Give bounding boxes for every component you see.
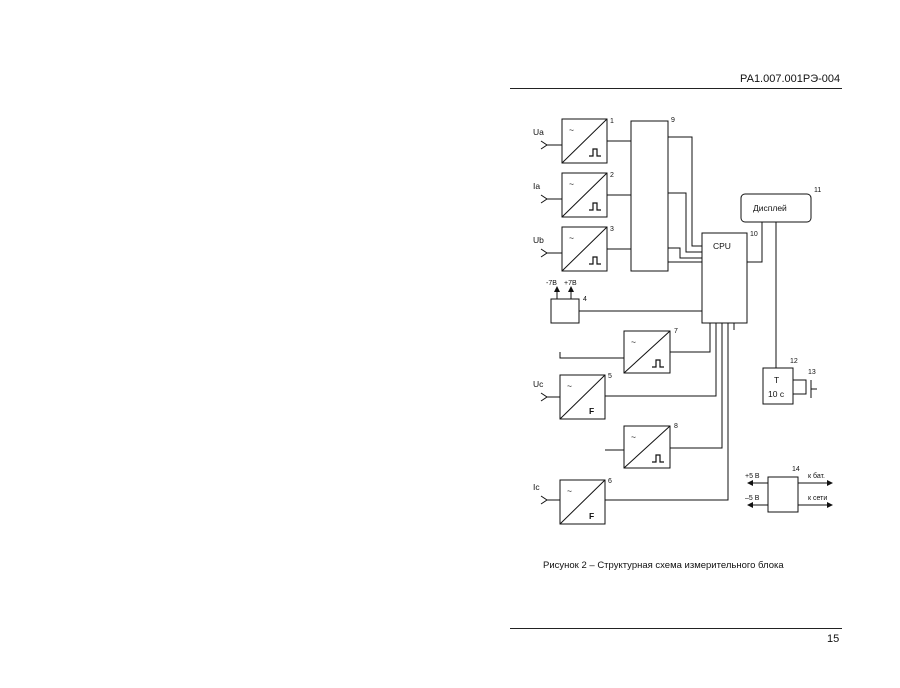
- input-ub-label: Ub: [533, 235, 544, 245]
- tilde-symbol: ~: [567, 486, 572, 496]
- supply-4: [550, 298, 580, 324]
- power-minus-label: –5 В: [745, 495, 760, 502]
- multiplexer-9: [630, 120, 669, 272]
- block-number: 7: [674, 328, 678, 335]
- tilde-symbol: ~: [631, 337, 636, 347]
- freq-symbol: F: [589, 511, 594, 521]
- timer-label: T: [774, 375, 779, 385]
- block-number: 5: [608, 373, 612, 380]
- figure-caption: Рисунок 2 – Структурная схема измеритель…: [543, 560, 784, 571]
- document-code: РА1.007.001РЭ-004: [740, 73, 841, 85]
- block-number: 13: [808, 369, 816, 376]
- supply-plus-label: +7B: [564, 280, 577, 287]
- tilde-symbol: ~: [567, 381, 572, 391]
- block-number: 12: [790, 358, 798, 365]
- block-number: 2: [610, 172, 614, 179]
- footer-rule: [510, 628, 842, 629]
- freq-converter-6: [559, 479, 606, 525]
- timer-value: 10 с: [768, 389, 785, 399]
- page-number: 15: [827, 633, 840, 645]
- input-ic-label: Ic: [533, 482, 540, 492]
- tilde-symbol: ~: [569, 179, 574, 189]
- block-number: 3: [610, 226, 614, 233]
- block-number: 14: [792, 466, 800, 473]
- converter-8: [623, 425, 671, 469]
- header-rule: [510, 88, 842, 89]
- tilde-symbol: ~: [569, 233, 574, 243]
- tilde-symbol: ~: [569, 125, 574, 135]
- input-ia-label: Ia: [533, 181, 540, 191]
- cpu-10: [701, 232, 748, 324]
- battery-label: к бат.: [808, 472, 825, 480]
- timer-12: [762, 367, 794, 405]
- block-number: 10: [750, 231, 758, 238]
- freq-symbol: F: [589, 406, 594, 416]
- block-number: 6: [608, 478, 612, 485]
- power-14: [767, 476, 799, 513]
- supply-minus-label: -7B: [546, 280, 557, 287]
- block-number: 9: [671, 117, 675, 124]
- tilde-symbol: ~: [631, 432, 636, 442]
- input-uc-label: Uc: [533, 379, 544, 389]
- block-number: 4: [583, 296, 587, 303]
- block-number: 8: [674, 423, 678, 430]
- block-number: 1: [610, 118, 614, 125]
- input-ua-label: Ua: [533, 127, 544, 137]
- display-label: Дисплей: [753, 203, 787, 213]
- mains-label: к сети: [808, 495, 827, 502]
- block-number: 11: [814, 187, 821, 194]
- cpu-label: CPU: [713, 241, 731, 251]
- power-plus-label: +5 В: [745, 473, 760, 480]
